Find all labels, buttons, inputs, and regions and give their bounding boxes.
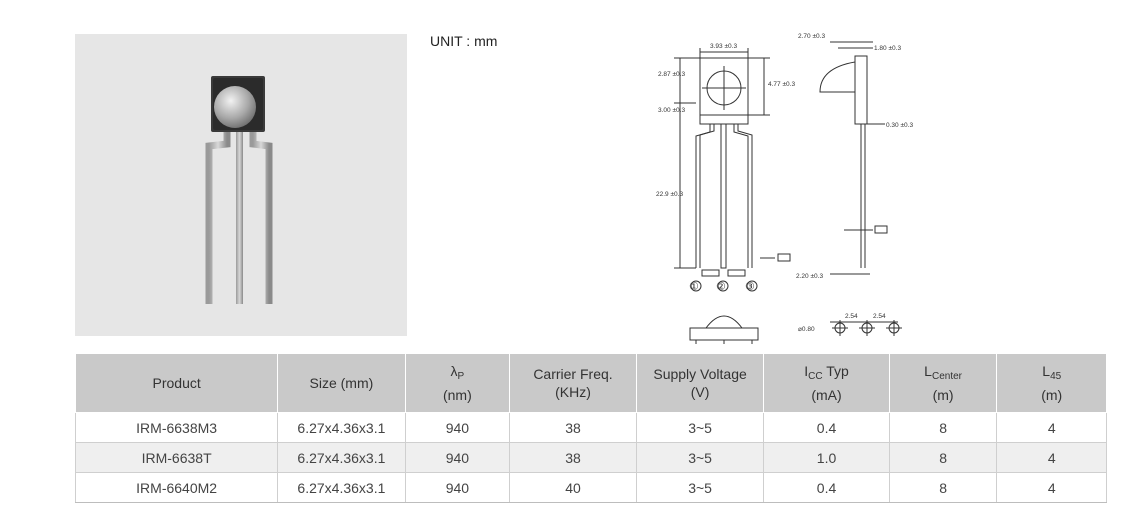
cell-size: 6.27x4.36x3.1 (277, 472, 406, 503)
dim-height: 4.77 ±0.3 (768, 81, 795, 88)
cell-size: 6.27x4.36x3.1 (277, 442, 406, 473)
cell-icc: 0.4 (763, 412, 890, 443)
cell-carrier: 40 (509, 472, 637, 503)
dim-side-top: 2.70 ±0.3 (798, 33, 825, 40)
cell-icc: 0.4 (763, 472, 890, 503)
cell-wavelength: 940 (404, 412, 510, 443)
dim-mid: 3.00 ±0.3 (658, 107, 685, 114)
table-row: IRM-6640M2 6.27x4.36x3.1 940 40 3~5 0.4 … (74, 472, 1107, 503)
header-product: Product (74, 353, 279, 413)
cell-size: 6.27x4.36x3.1 (277, 412, 406, 443)
pin-label-1: ① (689, 281, 699, 293)
dim-top: 2.87 ±0.3 (658, 71, 685, 78)
header-size: Size (mm) (277, 353, 406, 413)
cell-wavelength: 940 (404, 442, 510, 473)
pin-label-3: ③ (745, 281, 755, 293)
dim-pitch-2: 2.54 (873, 313, 886, 320)
table-row: IRM-6638M3 6.27x4.36x3.1 940 38 3~5 0.4 … (74, 412, 1107, 443)
cell-icc: 1.0 (763, 442, 890, 473)
dim-lead: 22.9 ±0.3 (656, 191, 683, 198)
cell-lcenter: 8 (888, 472, 997, 503)
header-wavelength: λP (nm) (404, 353, 511, 413)
product-photo (75, 34, 407, 336)
cell-lcenter: 8 (888, 412, 997, 443)
cell-l45: 4 (996, 472, 1107, 503)
dimension-drawing: 3.93 ±0.3 2.87 ±0.3 4.77 ±0.3 3.00 ±0.3 … (630, 28, 940, 353)
cell-product: IRM-6640M2 (74, 472, 278, 503)
dim-pitch-1: 2.54 (845, 313, 858, 320)
cell-supply: 3~5 (635, 472, 764, 503)
header-l-center: LCenter (m) (888, 353, 998, 413)
pin-label-2: ② (716, 281, 726, 293)
cell-supply: 3~5 (635, 412, 764, 443)
header-icc-typ: ICC Typ (mA) (763, 353, 890, 413)
cell-supply: 3~5 (635, 442, 764, 473)
dim-pin-diameter: ⌀0.80 (798, 326, 815, 333)
cell-lcenter: 8 (888, 442, 997, 473)
dim-side-bottom: 2.20 ±0.3 (796, 273, 823, 280)
dim-side-lead: 0.30 ±0.3 (886, 122, 913, 129)
cell-wavelength: 940 (404, 472, 510, 503)
header-carrier-freq: Carrier Freq.(KHz) (509, 353, 637, 413)
dim-width: 3.93 ±0.3 (710, 43, 737, 50)
header-l45: L45 (m) (996, 353, 1107, 413)
spec-table: Product Size (mm) λP (nm) Carrier Freq.(… (74, 353, 1107, 503)
cell-l45: 4 (996, 442, 1107, 473)
dim-side-lens: 1.80 ±0.3 (874, 45, 901, 52)
cell-l45: 4 (996, 412, 1107, 443)
cell-product: IRM-6638T (74, 442, 278, 473)
table-header-row: Product Size (mm) λP (nm) Carrier Freq.(… (74, 353, 1107, 413)
cell-product: IRM-6638M3 (74, 412, 278, 443)
outline-drawing-svg: 3.93 ±0.3 2.87 ±0.3 4.77 ±0.3 3.00 ±0.3 … (656, 33, 913, 344)
ir-receiver-image (205, 76, 273, 304)
cell-carrier: 38 (509, 412, 637, 443)
table-row: IRM-6638T 6.27x4.36x3.1 940 38 3~5 1.0 8… (74, 442, 1107, 473)
cell-carrier: 38 (509, 442, 637, 473)
unit-label: UNIT : mm (430, 33, 498, 49)
header-supply-voltage: Supply Voltage(V) (635, 353, 765, 413)
